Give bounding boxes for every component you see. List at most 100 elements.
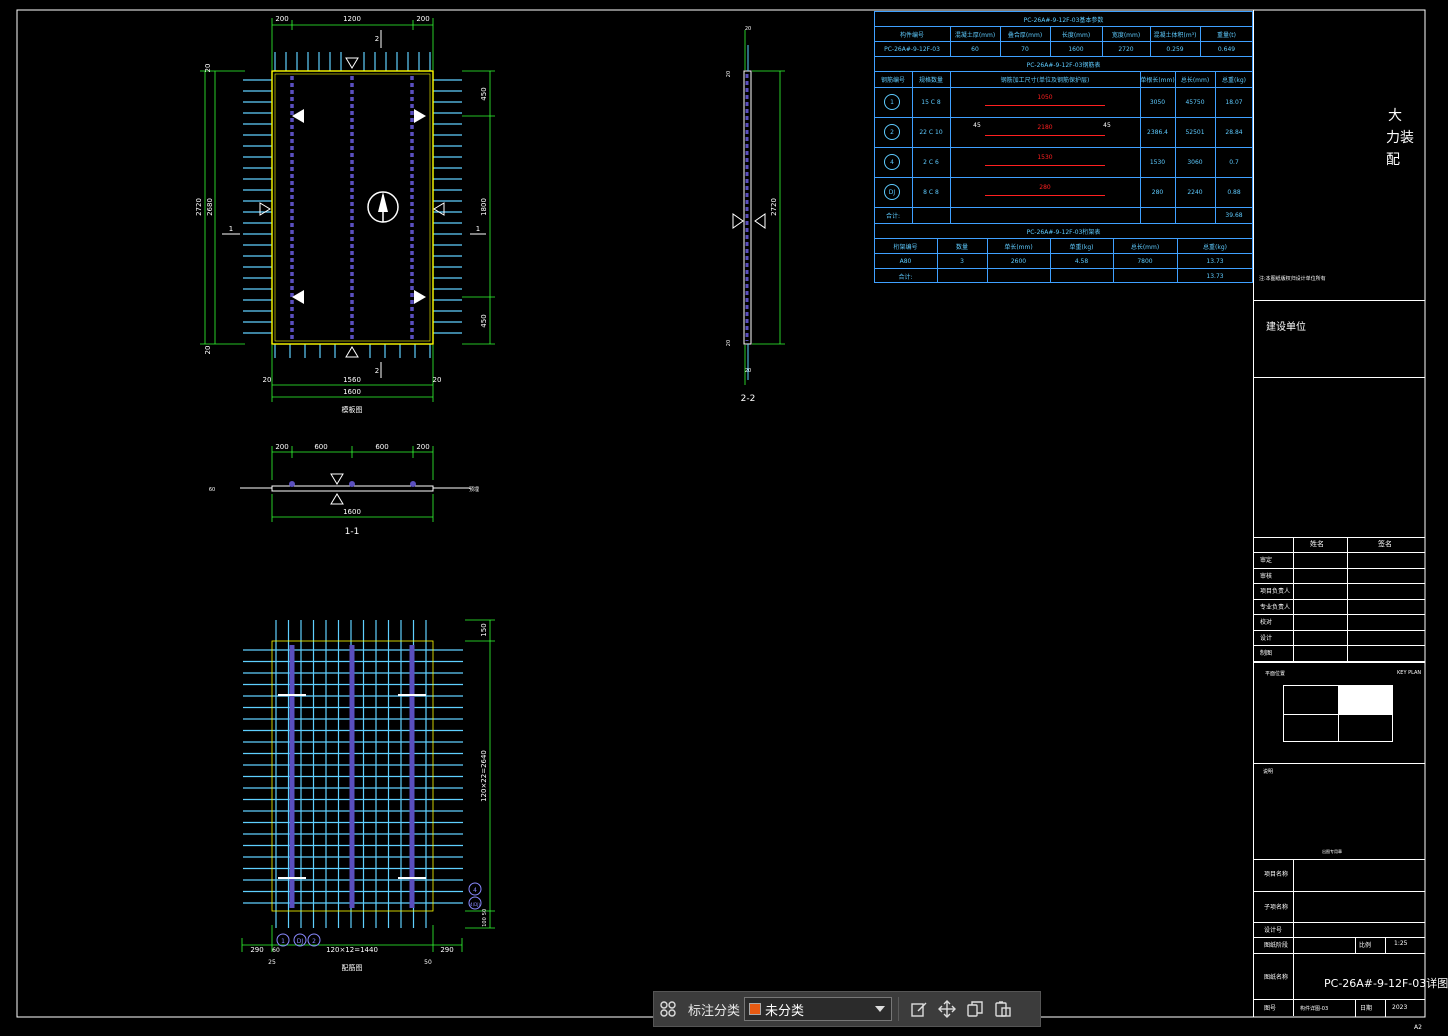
rebar-callout-1: 1: [281, 938, 285, 945]
copy-icon[interactable]: [961, 995, 989, 1023]
paste-icon[interactable]: [989, 995, 1017, 1023]
titleblock-rule: [1253, 568, 1425, 569]
table2-shape-1: 2180: [1037, 123, 1053, 131]
plan-dim-top-3: 200: [416, 15, 429, 23]
titleblock-rule: [1253, 645, 1425, 646]
titleblock-rule: [1385, 937, 1386, 953]
table3-cell-2: 2600: [1010, 257, 1027, 265]
table2-shape-side-right: 45: [1103, 121, 1111, 129]
sign-row-3: 专业负责人: [1260, 603, 1291, 611]
table2-spec-3: 8 C 8: [923, 188, 939, 196]
table2-shape-line-0: [985, 105, 1105, 106]
plan-dim-top-2: 1200: [343, 15, 361, 23]
table2-len-0: 3050: [1149, 98, 1166, 106]
table2-spec-2: 2 C 6: [923, 158, 939, 166]
sec11-overall: 1600: [343, 508, 361, 516]
table-rule: [1050, 26, 1051, 56]
paper-size-label: A2: [1414, 1024, 1422, 1031]
titleblock-rule: [1253, 583, 1425, 584]
table2-total-3: 2240: [1187, 188, 1203, 196]
rebar-dim-bottom-1: 290: [250, 946, 263, 954]
table3-cell-5: 13.73: [1206, 257, 1224, 265]
phase-label: 图纸阶段: [1264, 942, 1289, 949]
titleblock-rule: [1253, 953, 1425, 954]
keyplan-map: [1283, 685, 1393, 742]
sub-project-label: 子项名称: [1264, 904, 1289, 911]
table-rule: [1140, 71, 1141, 223]
table-rule: [1000, 26, 1001, 56]
table2-sum-value: 39.68: [1225, 211, 1243, 219]
table-rule: [874, 87, 1253, 88]
titleblock-rule: [1253, 630, 1425, 631]
rebar-dim-bottom-3: 290: [440, 946, 453, 954]
sec11-dim-4: 200: [416, 443, 429, 451]
titleblock-rule: [1253, 999, 1425, 1000]
titleblock-rule: [1253, 599, 1425, 600]
keyplan-divider-h: [1284, 714, 1392, 715]
drawing-title-label: 图纸名称: [1264, 974, 1289, 981]
plan-dim-right-2: 1800: [480, 198, 488, 216]
plan-dim-left-2: 2720: [195, 198, 203, 216]
plan-dim-left-4: 20: [204, 346, 212, 355]
plan-dim-bottom-3: 20: [433, 376, 442, 384]
table-rule: [874, 147, 1253, 148]
table2-weight-0: 18.07: [1225, 98, 1243, 106]
plan-dim-bottom-2: 1560: [343, 376, 361, 384]
table-rule: [1050, 238, 1051, 283]
titleblock-rule: [1385, 999, 1386, 1017]
table2-rebar-id-3: DJ: [884, 184, 900, 200]
table-rule: [874, 56, 1253, 57]
sec22-dim-2: 20: [726, 71, 732, 77]
sec11-dim-3: 600: [375, 443, 388, 451]
table3-header-3: 单重(kg): [1069, 243, 1094, 251]
classification-select[interactable]: 未分类: [744, 997, 893, 1021]
table-rule: [874, 177, 1253, 178]
date-value: 2023: [1392, 1004, 1408, 1011]
sec11-dim-1: 200: [275, 443, 288, 451]
titleblock-rule: [1355, 937, 1356, 953]
table-rule: [874, 207, 1253, 208]
table2-shape-0: 1050: [1037, 93, 1053, 101]
section-1-1: [240, 446, 470, 522]
table-rule: [874, 253, 1253, 254]
table1-cell-3: 1600: [1068, 45, 1084, 53]
edit-icon[interactable]: [905, 995, 933, 1023]
sign-row-1: 审核: [1260, 572, 1273, 580]
table2-header-5: 总重(kg): [1222, 77, 1246, 84]
table2-len-3: 280: [1151, 188, 1164, 196]
table1-header-6: 重量(t): [1216, 31, 1237, 39]
table-rule: [1177, 238, 1178, 283]
table3-cell-0: A80: [899, 257, 912, 265]
chevron-down-icon: [875, 1006, 886, 1012]
plan-section-mark-bottom: 2: [375, 367, 379, 375]
table-rule: [1215, 71, 1216, 223]
logo-char-2: 配: [1386, 152, 1400, 168]
table-rule: [874, 117, 1253, 118]
plan-section-mark-right: 1: [476, 225, 480, 233]
table2-header-2: 钢筋加工尺寸(单位及钢筋保护层): [1000, 77, 1090, 84]
toolbar-separator: [898, 997, 900, 1021]
sec11-side-left: 60: [209, 487, 215, 493]
drawing-title-value: PC-26A#-9-12F-03详图: [1324, 977, 1448, 990]
sec11-caption: 1-1: [345, 527, 360, 537]
table2-weight-1: 28.84: [1225, 128, 1243, 136]
table-rule: [874, 223, 1253, 224]
table3-header-0: 桁架编号: [893, 243, 918, 251]
plan-dim-left-3: 2680: [206, 198, 214, 216]
table1-header-2: 叠合厚(mm): [1007, 31, 1043, 39]
plan-dim-right-3: 450: [480, 314, 488, 327]
table3-sum-label: 合计:: [898, 273, 913, 281]
table2-shape-line-1: [985, 135, 1105, 136]
table-rule: [912, 71, 913, 223]
table-rule: [874, 71, 1253, 72]
table2-rebar-id-2: 4: [884, 154, 900, 170]
plan-dim-top-1: 200: [275, 15, 288, 23]
move-icon[interactable]: [933, 995, 961, 1023]
table2-shape-2: 1530: [1037, 153, 1053, 161]
classification-label: 标注分类: [688, 1003, 741, 1019]
plan-section-mark-left: 1: [229, 225, 233, 233]
table-rule: [1102, 26, 1103, 56]
grid-icon[interactable]: [654, 995, 682, 1023]
titleblock-rule: [1253, 763, 1425, 764]
